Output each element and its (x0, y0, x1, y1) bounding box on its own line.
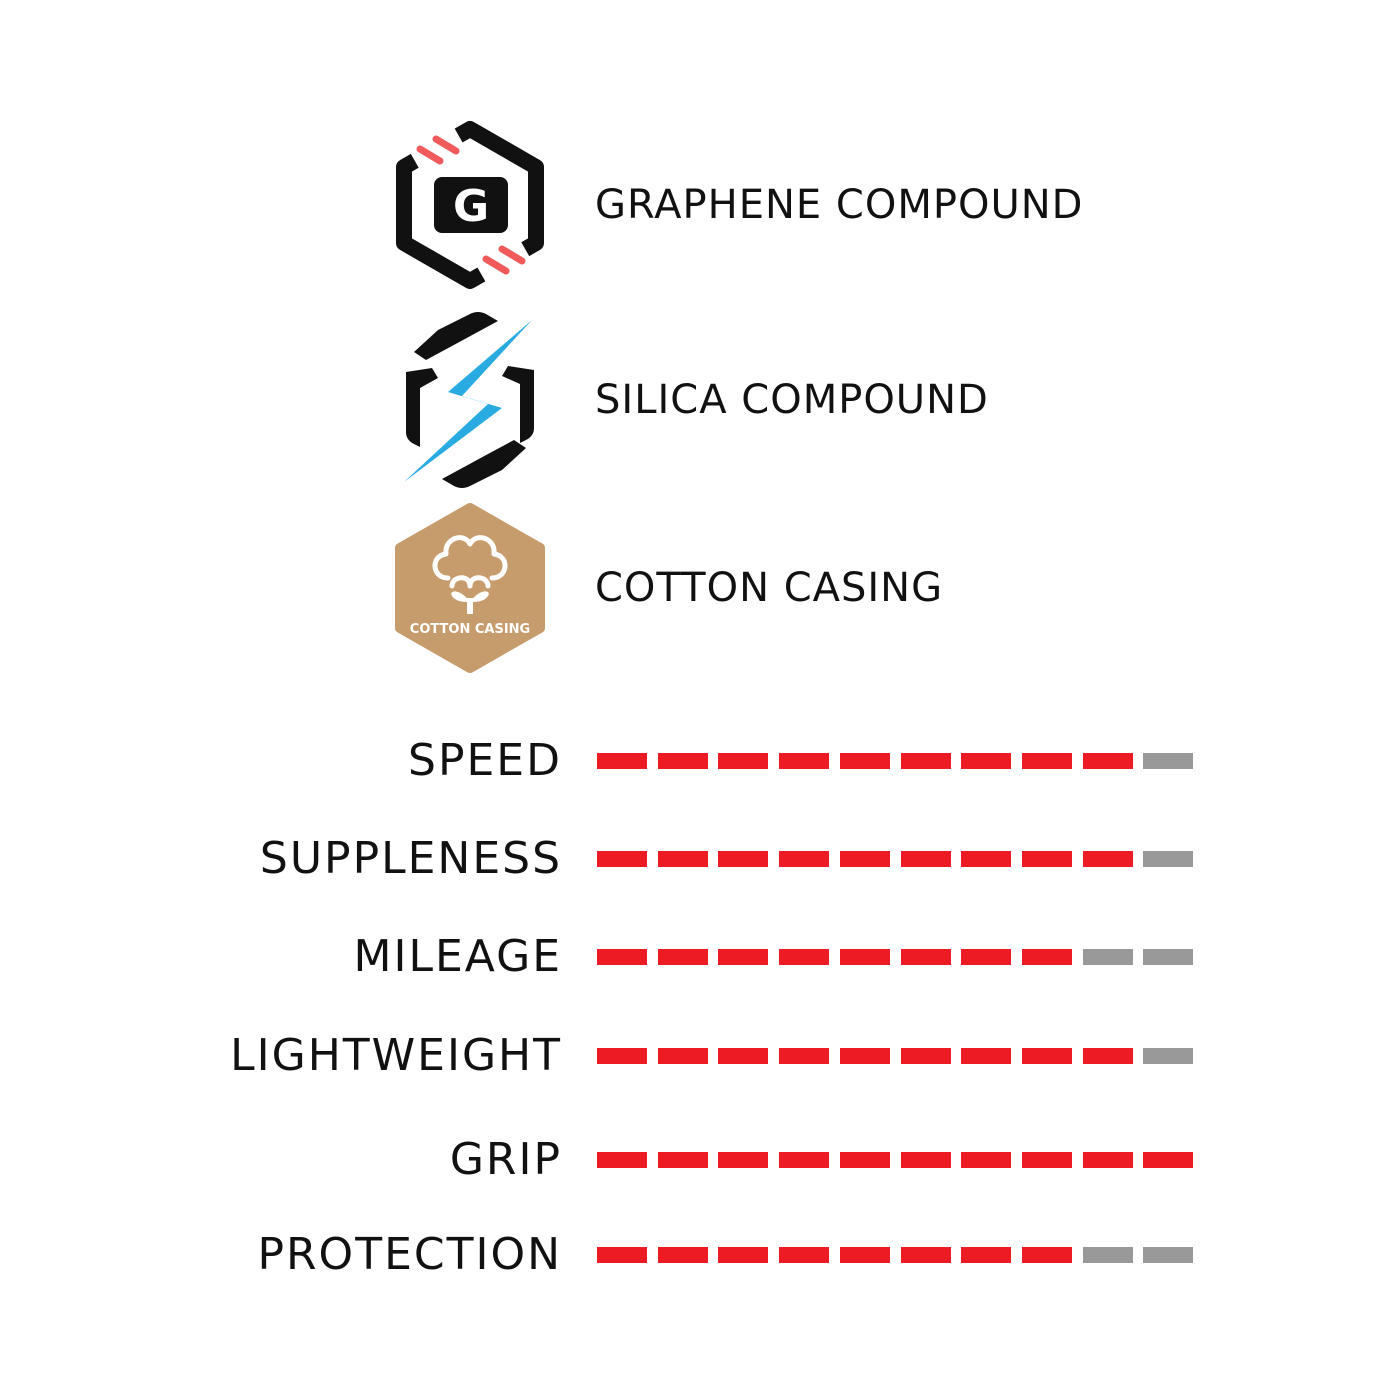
rating-segment-filled (839, 949, 890, 965)
rating-bar (597, 949, 1197, 965)
rating-segment-filled (961, 1247, 1012, 1263)
silica-lightning-hexagon-icon (390, 310, 550, 490)
rating-segment-filled (1021, 1048, 1072, 1064)
rating-segment-filled (900, 851, 951, 867)
rating-row-suppleness: SUPPLENESS (0, 829, 1400, 889)
rating-segment-filled (597, 851, 647, 867)
rating-segment-empty (1082, 1247, 1133, 1263)
rating-segment-filled (657, 1048, 708, 1064)
rating-segment-filled (900, 949, 951, 965)
rating-label: SPEED (408, 735, 562, 786)
feature-label: COTTON CASING (595, 565, 944, 611)
rating-row-mileage: MILEAGE (0, 927, 1400, 987)
rating-segment-filled (779, 1152, 830, 1168)
rating-segment-filled (597, 753, 647, 769)
rating-bar (597, 753, 1197, 769)
rating-bar (597, 851, 1197, 867)
rating-segment-filled (718, 1152, 769, 1168)
rating-segment-filled (900, 1152, 951, 1168)
rating-label: MILEAGE (353, 931, 562, 982)
rating-row-speed: SPEED (0, 731, 1400, 791)
rating-segment-filled (839, 1247, 890, 1263)
rating-bar (597, 1048, 1197, 1064)
rating-segment-filled (1021, 1152, 1072, 1168)
rating-segment-filled (1082, 851, 1133, 867)
rating-segment-empty (1143, 753, 1194, 769)
feature-silica: SILICA COMPOUND (0, 310, 1400, 490)
rating-segment-filled (597, 1247, 647, 1263)
rating-segment-filled (961, 753, 1012, 769)
rating-segment-filled (718, 1247, 769, 1263)
rating-segment-filled (1082, 1152, 1133, 1168)
cotton-casing-badge-icon: COTTON CASING (390, 498, 550, 678)
rating-segment-filled (779, 949, 830, 965)
rating-segment-filled (1082, 753, 1133, 769)
rating-segment-filled (657, 851, 708, 867)
rating-segment-filled (1021, 851, 1072, 867)
feature-graphene: G GRAPHENE COMPOUND (0, 115, 1400, 295)
rating-bar (597, 1247, 1197, 1263)
rating-segment-filled (718, 753, 769, 769)
rating-segment-filled (718, 1048, 769, 1064)
rating-row-grip: GRIP (0, 1130, 1400, 1190)
feature-label: SILICA COMPOUND (595, 377, 989, 423)
rating-segment-filled (900, 753, 951, 769)
rating-row-protection: PROTECTION (0, 1225, 1400, 1285)
rating-segment-filled (1021, 753, 1072, 769)
feature-label: GRAPHENE COMPOUND (595, 182, 1084, 228)
svg-text:G: G (453, 181, 489, 232)
rating-segment-filled (961, 1152, 1012, 1168)
rating-segment-filled (839, 1048, 890, 1064)
rating-segment-empty (1082, 949, 1133, 965)
rating-segment-empty (1143, 851, 1194, 867)
rating-segment-filled (657, 753, 708, 769)
rating-segment-filled (597, 949, 647, 965)
rating-segment-filled (779, 753, 830, 769)
rating-label: LIGHTWEIGHT (230, 1030, 562, 1081)
graphene-g-hexagon-icon: G (390, 115, 550, 295)
rating-segment-filled (657, 1247, 708, 1263)
rating-segment-filled (779, 1247, 830, 1263)
rating-segment-filled (779, 851, 830, 867)
rating-segment-filled (900, 1048, 951, 1064)
rating-segment-filled (657, 1152, 708, 1168)
rating-segment-filled (1021, 949, 1072, 965)
rating-label: GRIP (449, 1134, 562, 1185)
rating-segment-filled (597, 1152, 647, 1168)
feature-cotton: COTTON CASING COTTON CASING (0, 498, 1400, 678)
rating-segment-empty (1143, 1247, 1194, 1263)
rating-segment-filled (779, 1048, 830, 1064)
rating-segment-filled (1143, 1152, 1194, 1168)
rating-segment-filled (1021, 1247, 1072, 1263)
rating-segment-empty (1143, 1048, 1194, 1064)
rating-segment-filled (900, 1247, 951, 1263)
rating-segment-filled (961, 851, 1012, 867)
rating-segment-filled (961, 949, 1012, 965)
rating-segment-filled (1082, 1048, 1133, 1064)
rating-segment-filled (718, 949, 769, 965)
rating-segment-filled (597, 1048, 647, 1064)
rating-segment-filled (961, 1048, 1012, 1064)
rating-row-lightweight: LIGHTWEIGHT (0, 1026, 1400, 1086)
rating-segment-filled (839, 851, 890, 867)
rating-bar (597, 1152, 1197, 1168)
rating-label: PROTECTION (257, 1229, 562, 1280)
rating-segment-filled (657, 949, 708, 965)
rating-segment-filled (839, 753, 890, 769)
rating-label: SUPPLENESS (259, 833, 562, 884)
rating-segment-filled (839, 1152, 890, 1168)
cotton-badge-text: COTTON CASING (410, 622, 530, 637)
rating-segment-filled (718, 851, 769, 867)
rating-segment-empty (1143, 949, 1194, 965)
